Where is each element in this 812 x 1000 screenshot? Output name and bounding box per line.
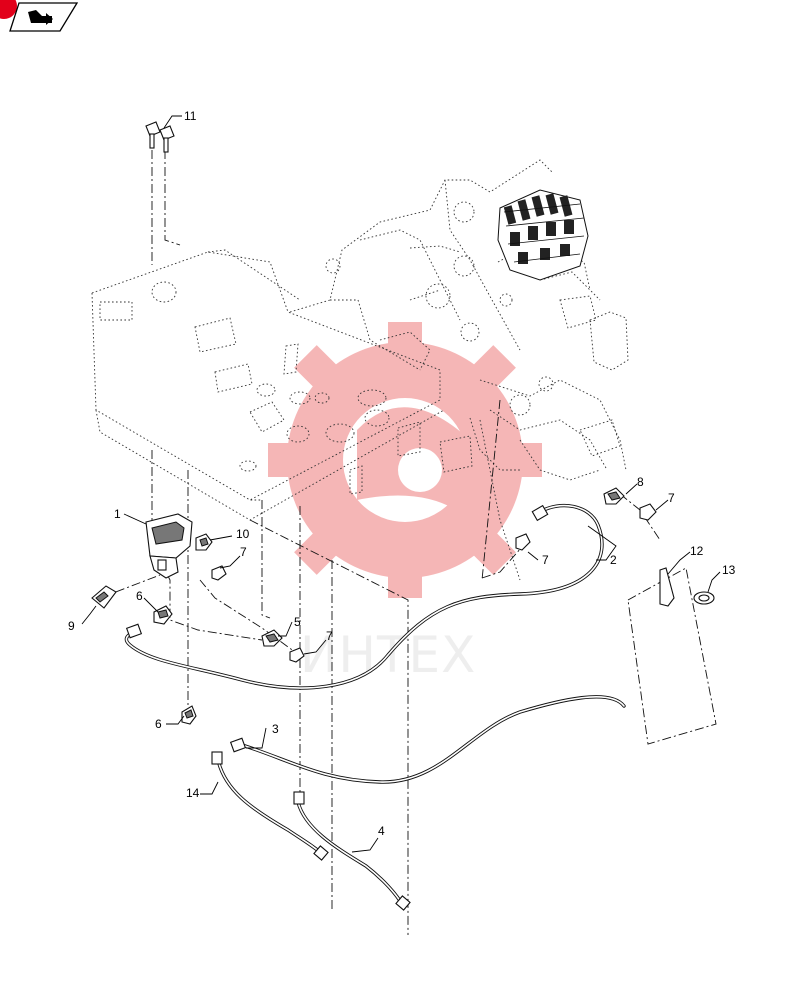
fitting-7-d <box>639 503 657 521</box>
fitting-7-b <box>289 647 305 663</box>
fitting-10 <box>195 533 213 551</box>
hose-ends <box>125 504 549 911</box>
elbow-6-upper <box>153 605 173 625</box>
bolts-11 <box>145 121 175 153</box>
callout-6-lower: 6 <box>155 717 162 731</box>
fitting-8 <box>603 487 625 505</box>
leader-lines <box>81 115 721 853</box>
callouts: 1 2 3 4 5 6 6 7 7 7 7 8 9 10 11 12 13 14 <box>68 109 736 838</box>
hose-3 <box>240 695 626 784</box>
page-turn-arrow-icon[interactable] <box>28 10 53 25</box>
callout-7-b: 7 <box>326 629 333 643</box>
callout-1: 1 <box>114 507 121 521</box>
callout-8: 8 <box>637 475 644 489</box>
switch-assembly <box>145 513 193 579</box>
callout-7-d: 7 <box>668 491 675 505</box>
callout-14: 14 <box>186 786 200 800</box>
gear-logo-icon <box>268 322 542 598</box>
elbow-6-lower <box>181 705 197 725</box>
clamp-13 <box>693 591 715 605</box>
hose-4 <box>296 800 404 906</box>
machine-frame <box>91 159 629 581</box>
fitting-9 <box>91 585 117 609</box>
callout-7-a: 7 <box>240 545 247 559</box>
callout-6-upper: 6 <box>136 589 143 603</box>
callout-11: 11 <box>184 109 197 123</box>
fitting-7-c <box>515 533 531 551</box>
watermark: ИНТЕХ <box>268 322 542 684</box>
callout-10: 10 <box>236 527 250 541</box>
callout-7-c: 7 <box>542 553 549 567</box>
callout-5: 5 <box>294 615 301 629</box>
callout-12: 12 <box>690 544 704 558</box>
fitting-5 <box>261 629 283 647</box>
callout-4: 4 <box>378 824 385 838</box>
hose-14 <box>216 758 324 856</box>
callout-3: 3 <box>272 722 279 736</box>
fitting-7-a <box>211 565 227 581</box>
nav-tab[interactable] <box>0 0 79 32</box>
nav-corner-dot <box>0 0 17 19</box>
callout-9: 9 <box>68 619 75 633</box>
hose-2 <box>124 503 604 690</box>
callout-2: 2 <box>610 553 617 567</box>
clip-12 <box>659 567 675 607</box>
callout-13: 13 <box>722 563 736 577</box>
control-valve-block <box>497 189 589 281</box>
